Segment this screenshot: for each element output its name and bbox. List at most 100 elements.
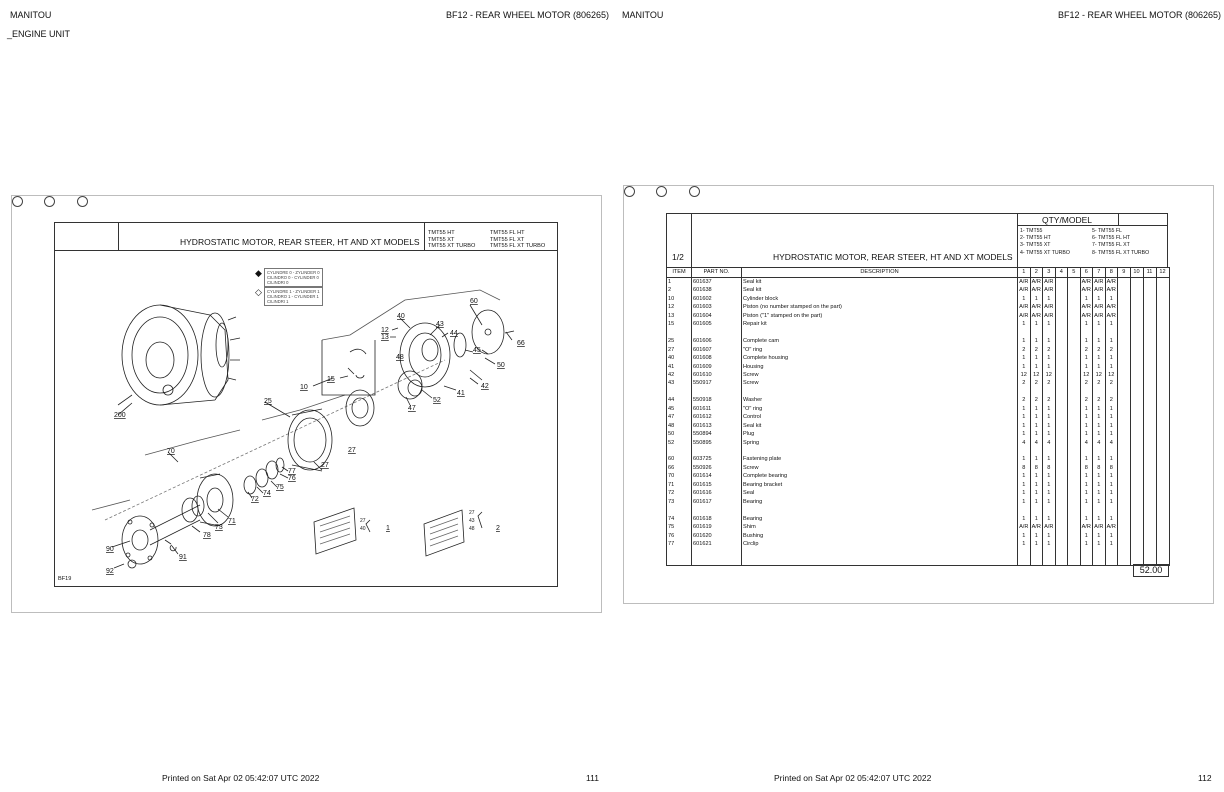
qty-cell bbox=[1129, 396, 1144, 405]
qty-cell: 1 bbox=[1092, 354, 1106, 363]
qty-cell: 12 bbox=[1104, 370, 1118, 380]
page-code: 52.00 bbox=[1133, 564, 1169, 577]
description-cell: Piston (no number stamped on the part) bbox=[741, 303, 1018, 312]
qty-cell bbox=[1142, 523, 1157, 532]
callout-91: 91 bbox=[179, 554, 187, 561]
qty-cell bbox=[1129, 548, 1144, 557]
qty-cell bbox=[1017, 548, 1031, 557]
description-cell: Screw bbox=[741, 463, 1018, 473]
callout-76: 76 bbox=[288, 475, 296, 482]
qty-cell: A/R bbox=[1017, 286, 1031, 295]
qty-cell: 1 bbox=[1092, 430, 1106, 439]
item-cell: 73 bbox=[666, 497, 692, 507]
description-cell: Bearing bbox=[741, 514, 1018, 524]
qty-cell: 1 bbox=[1092, 320, 1106, 329]
qty-cell bbox=[1155, 472, 1170, 481]
qty-cell bbox=[1129, 362, 1144, 371]
item-cell: 60 bbox=[666, 455, 692, 464]
qty-cell: 1 bbox=[1042, 430, 1056, 439]
col-qty: 3 bbox=[1042, 267, 1056, 278]
qty-cell bbox=[1155, 354, 1170, 363]
qty-cell bbox=[1155, 430, 1170, 439]
qty-cell bbox=[1117, 523, 1131, 532]
qty-cell: 1 bbox=[1079, 489, 1093, 498]
qty-cell bbox=[1029, 556, 1043, 567]
qty-cell bbox=[1142, 286, 1157, 295]
qty-cell: 4 bbox=[1104, 438, 1118, 448]
qty-cell: 1 bbox=[1092, 294, 1106, 304]
qty-cell bbox=[1067, 438, 1081, 448]
qty-cell: 1 bbox=[1092, 480, 1106, 490]
qty-cell bbox=[1054, 430, 1068, 439]
qty-cell bbox=[1117, 345, 1131, 355]
qty-cell: 1 bbox=[1104, 531, 1118, 540]
callout-15: 15 bbox=[327, 376, 335, 383]
description-cell: Seal kit bbox=[741, 277, 1018, 287]
right-printed-on: Printed on Sat Apr 02 05:42:07 UTC 2022 bbox=[774, 773, 932, 783]
qty-cell bbox=[1142, 387, 1157, 397]
qty-cell bbox=[1054, 497, 1068, 507]
qty-cell: 2 bbox=[1042, 379, 1056, 388]
qty-cell bbox=[1054, 294, 1068, 304]
qty-cell: 1 bbox=[1079, 337, 1093, 346]
qty-cell: 1 bbox=[1017, 472, 1031, 481]
qty-cell: 1 bbox=[1079, 539, 1093, 549]
qty-cell bbox=[1054, 438, 1068, 448]
item-cell: 44 bbox=[666, 396, 692, 405]
description-cell: Washer bbox=[741, 396, 1018, 405]
left-page-title: BF12 - REAR WHEEL MOTOR (806265) bbox=[446, 10, 610, 20]
qty-cell bbox=[1155, 556, 1170, 567]
qty-cell bbox=[1117, 370, 1131, 380]
qty-cell: 2 bbox=[1042, 345, 1056, 355]
qty-cell: 1 bbox=[1104, 362, 1118, 371]
qty-cell bbox=[1067, 404, 1081, 414]
qty-cell bbox=[1054, 514, 1068, 524]
qty-cell bbox=[1104, 548, 1118, 557]
callout-50: 50 bbox=[497, 362, 505, 369]
part-number-cell: 601613 bbox=[691, 421, 742, 431]
qty-cell bbox=[1129, 328, 1144, 338]
binder-hole-icon bbox=[624, 186, 635, 197]
description-cell: Cylinder block bbox=[741, 294, 1018, 304]
qty-cell bbox=[1067, 539, 1081, 549]
qty-cell: 1 bbox=[1104, 320, 1118, 329]
qty-cell: 8 bbox=[1042, 463, 1056, 473]
qty-cell: A/R bbox=[1104, 286, 1118, 295]
qty-cell bbox=[1054, 548, 1068, 557]
part-number-cell bbox=[691, 556, 742, 567]
qty-cell bbox=[1067, 362, 1081, 371]
plate1-ref-40: 40 bbox=[360, 526, 366, 532]
description-cell bbox=[741, 548, 1018, 557]
qty-cell bbox=[1142, 447, 1157, 456]
col-qty: 7 bbox=[1092, 267, 1106, 278]
item-cell bbox=[666, 328, 692, 338]
qty-cell bbox=[1155, 523, 1170, 532]
qty-cell bbox=[1117, 337, 1131, 346]
qty-cell bbox=[1067, 472, 1081, 481]
callout-27a: 27 bbox=[348, 447, 356, 454]
qty-cell: 1 bbox=[1092, 455, 1106, 464]
qty-cell bbox=[1054, 328, 1068, 338]
callout-41: 41 bbox=[457, 390, 465, 397]
description-cell: Piston ("1" stamped on the part) bbox=[741, 311, 1018, 321]
qty-cell bbox=[1054, 489, 1068, 498]
qty-cell bbox=[1117, 320, 1131, 329]
qty-cell bbox=[1117, 354, 1131, 363]
qty-cell bbox=[1129, 430, 1144, 439]
part-number-cell: 550894 bbox=[691, 430, 742, 439]
qty-cell bbox=[1129, 531, 1144, 540]
callout-73: 73 bbox=[215, 524, 223, 531]
qty-cell bbox=[1067, 455, 1081, 464]
qty-cell: 1 bbox=[1104, 455, 1118, 464]
qty-cell: 4 bbox=[1042, 438, 1056, 448]
right-brand: MANITOU bbox=[622, 10, 664, 20]
qty-cell: 1 bbox=[1092, 539, 1106, 549]
